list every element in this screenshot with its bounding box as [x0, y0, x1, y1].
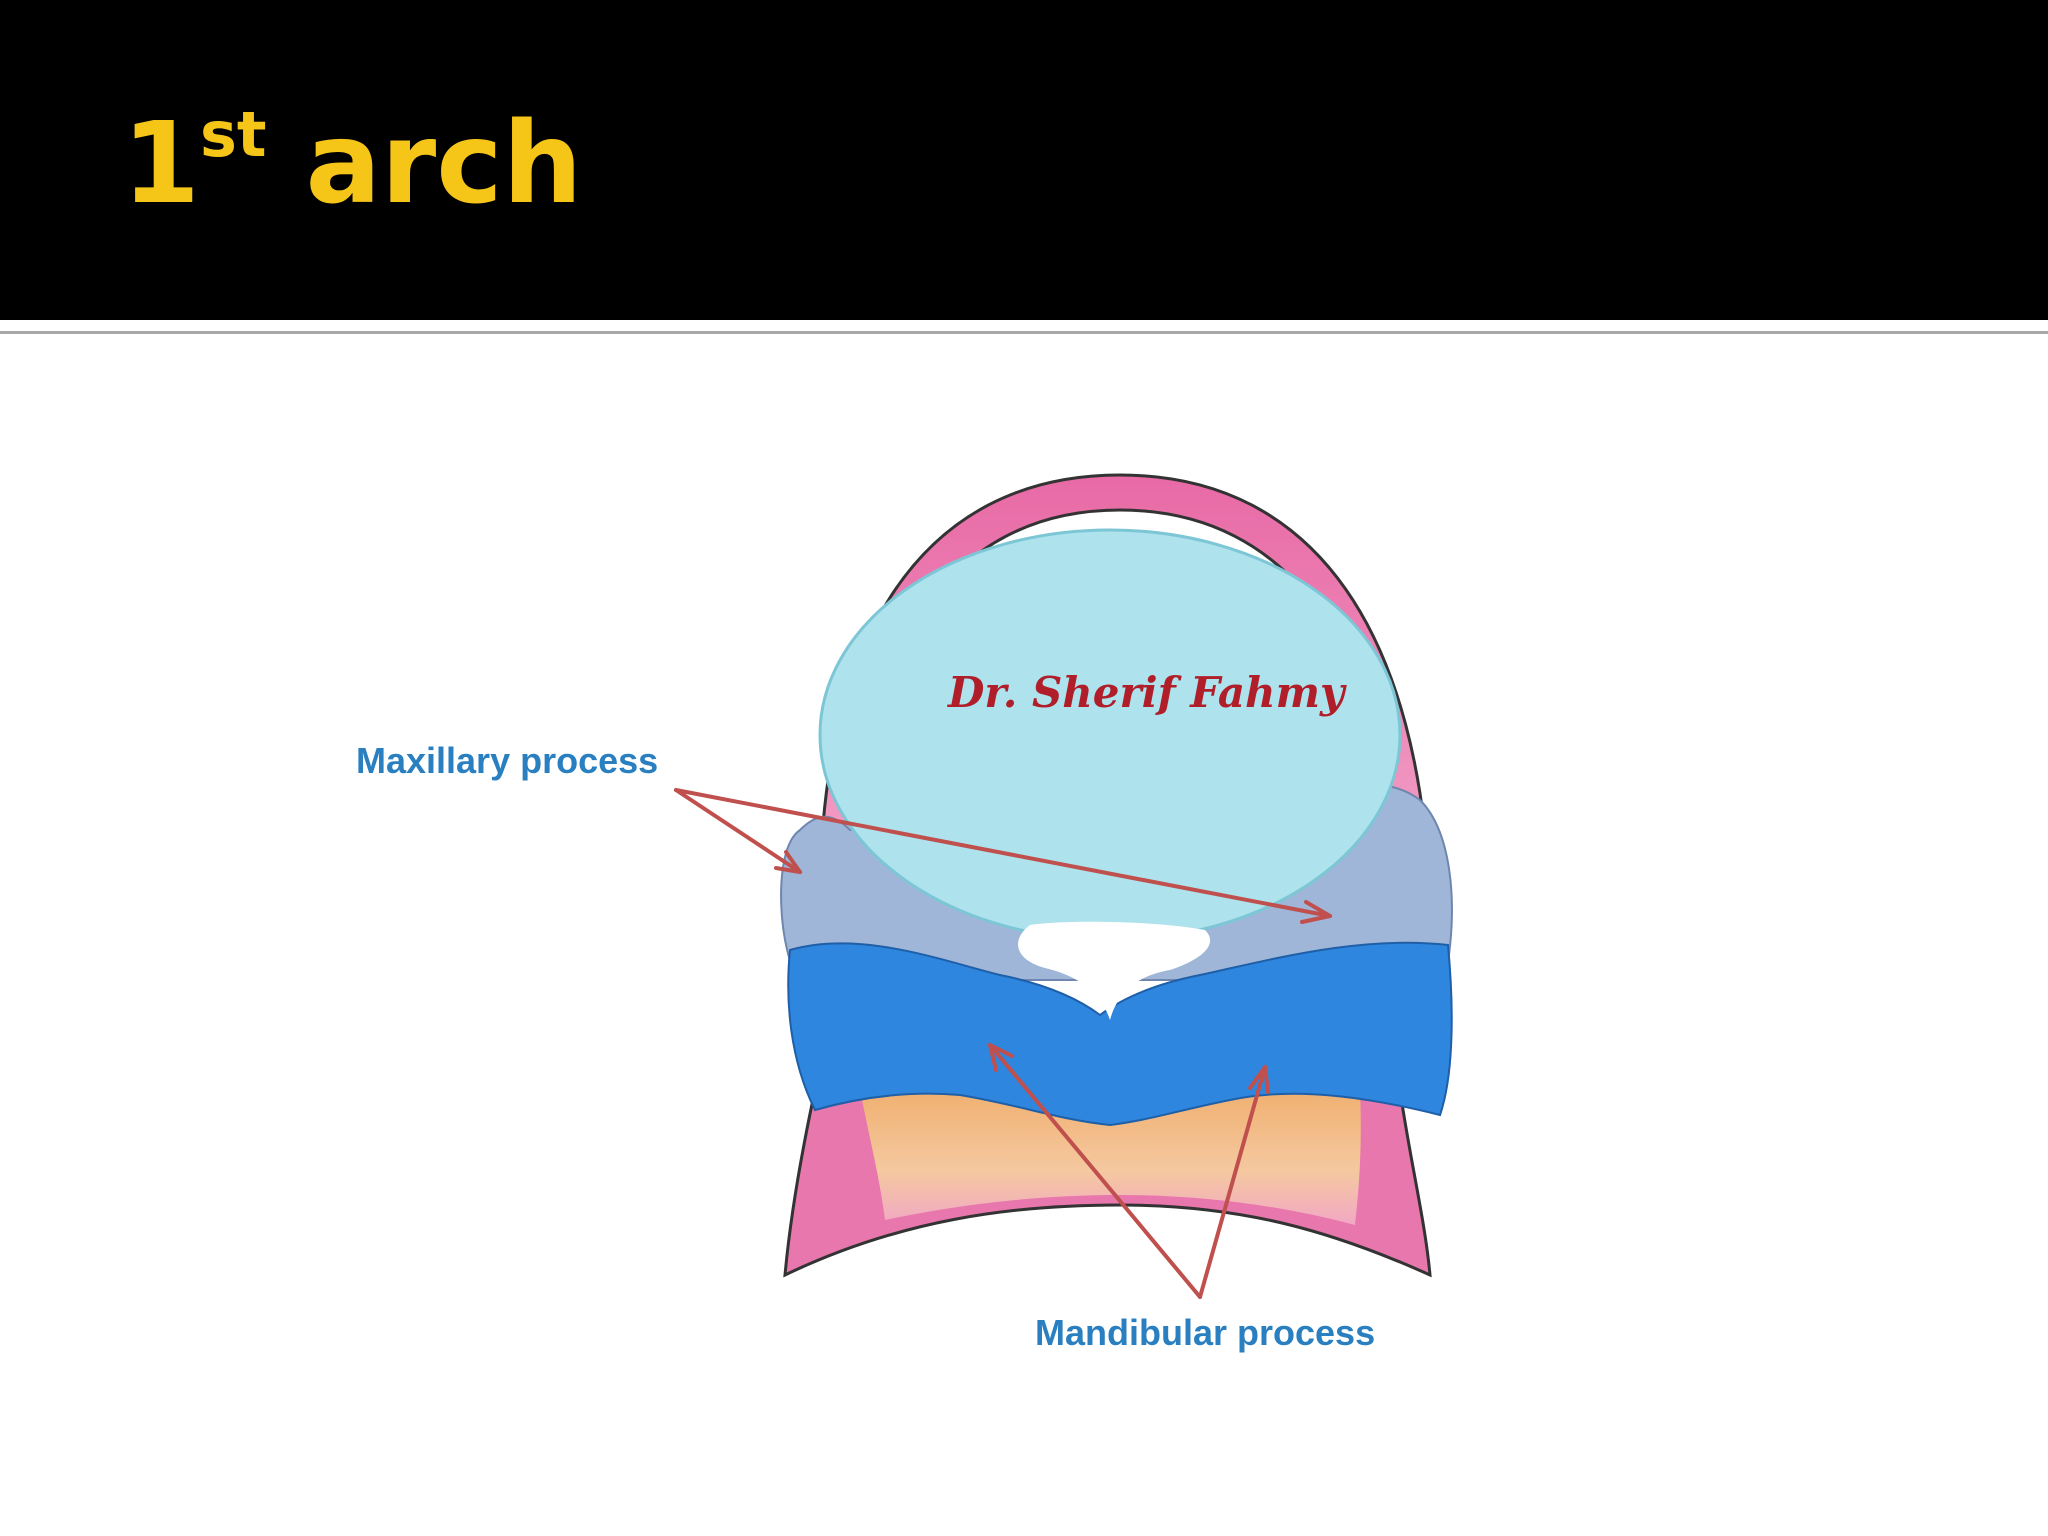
mandibular-arrows — [988, 1043, 1270, 1299]
header-divider-white — [0, 320, 2048, 324]
mandibular-arrow-left — [988, 1043, 1202, 1299]
mandibular-arrowhead-right — [1248, 1065, 1270, 1094]
maxillary-arrow-right — [674, 788, 1332, 918]
label-maxillary-process: Maxillary process — [356, 740, 659, 781]
maxillary-arrows — [674, 788, 1332, 924]
label-mandibular-process: Mandibular process — [1035, 1312, 1376, 1353]
maxillary-arrowhead-right — [1300, 900, 1332, 924]
mandibular-arrow-right — [1198, 1065, 1267, 1299]
header-divider-gray — [0, 331, 2048, 334]
author-watermark: Dr. Sherif Fahmy — [948, 668, 1345, 717]
maxillary-arrowhead-left — [774, 850, 802, 874]
title-text: arch — [266, 99, 583, 229]
stomodeum — [1018, 921, 1211, 1020]
maxillary-arrow-left — [674, 788, 802, 874]
slide-title: 1st arch — [122, 103, 582, 220]
title-superscript: st — [199, 97, 267, 171]
mandibular-arrowhead-left — [988, 1043, 1014, 1072]
slide-header: 1st arch — [0, 0, 2048, 320]
mandibular-region — [787, 941, 1453, 1127]
neck-inner-region — [860, 1090, 1361, 1225]
frontonasal-prominence — [818, 528, 1402, 942]
title-number: 1 — [122, 99, 200, 229]
